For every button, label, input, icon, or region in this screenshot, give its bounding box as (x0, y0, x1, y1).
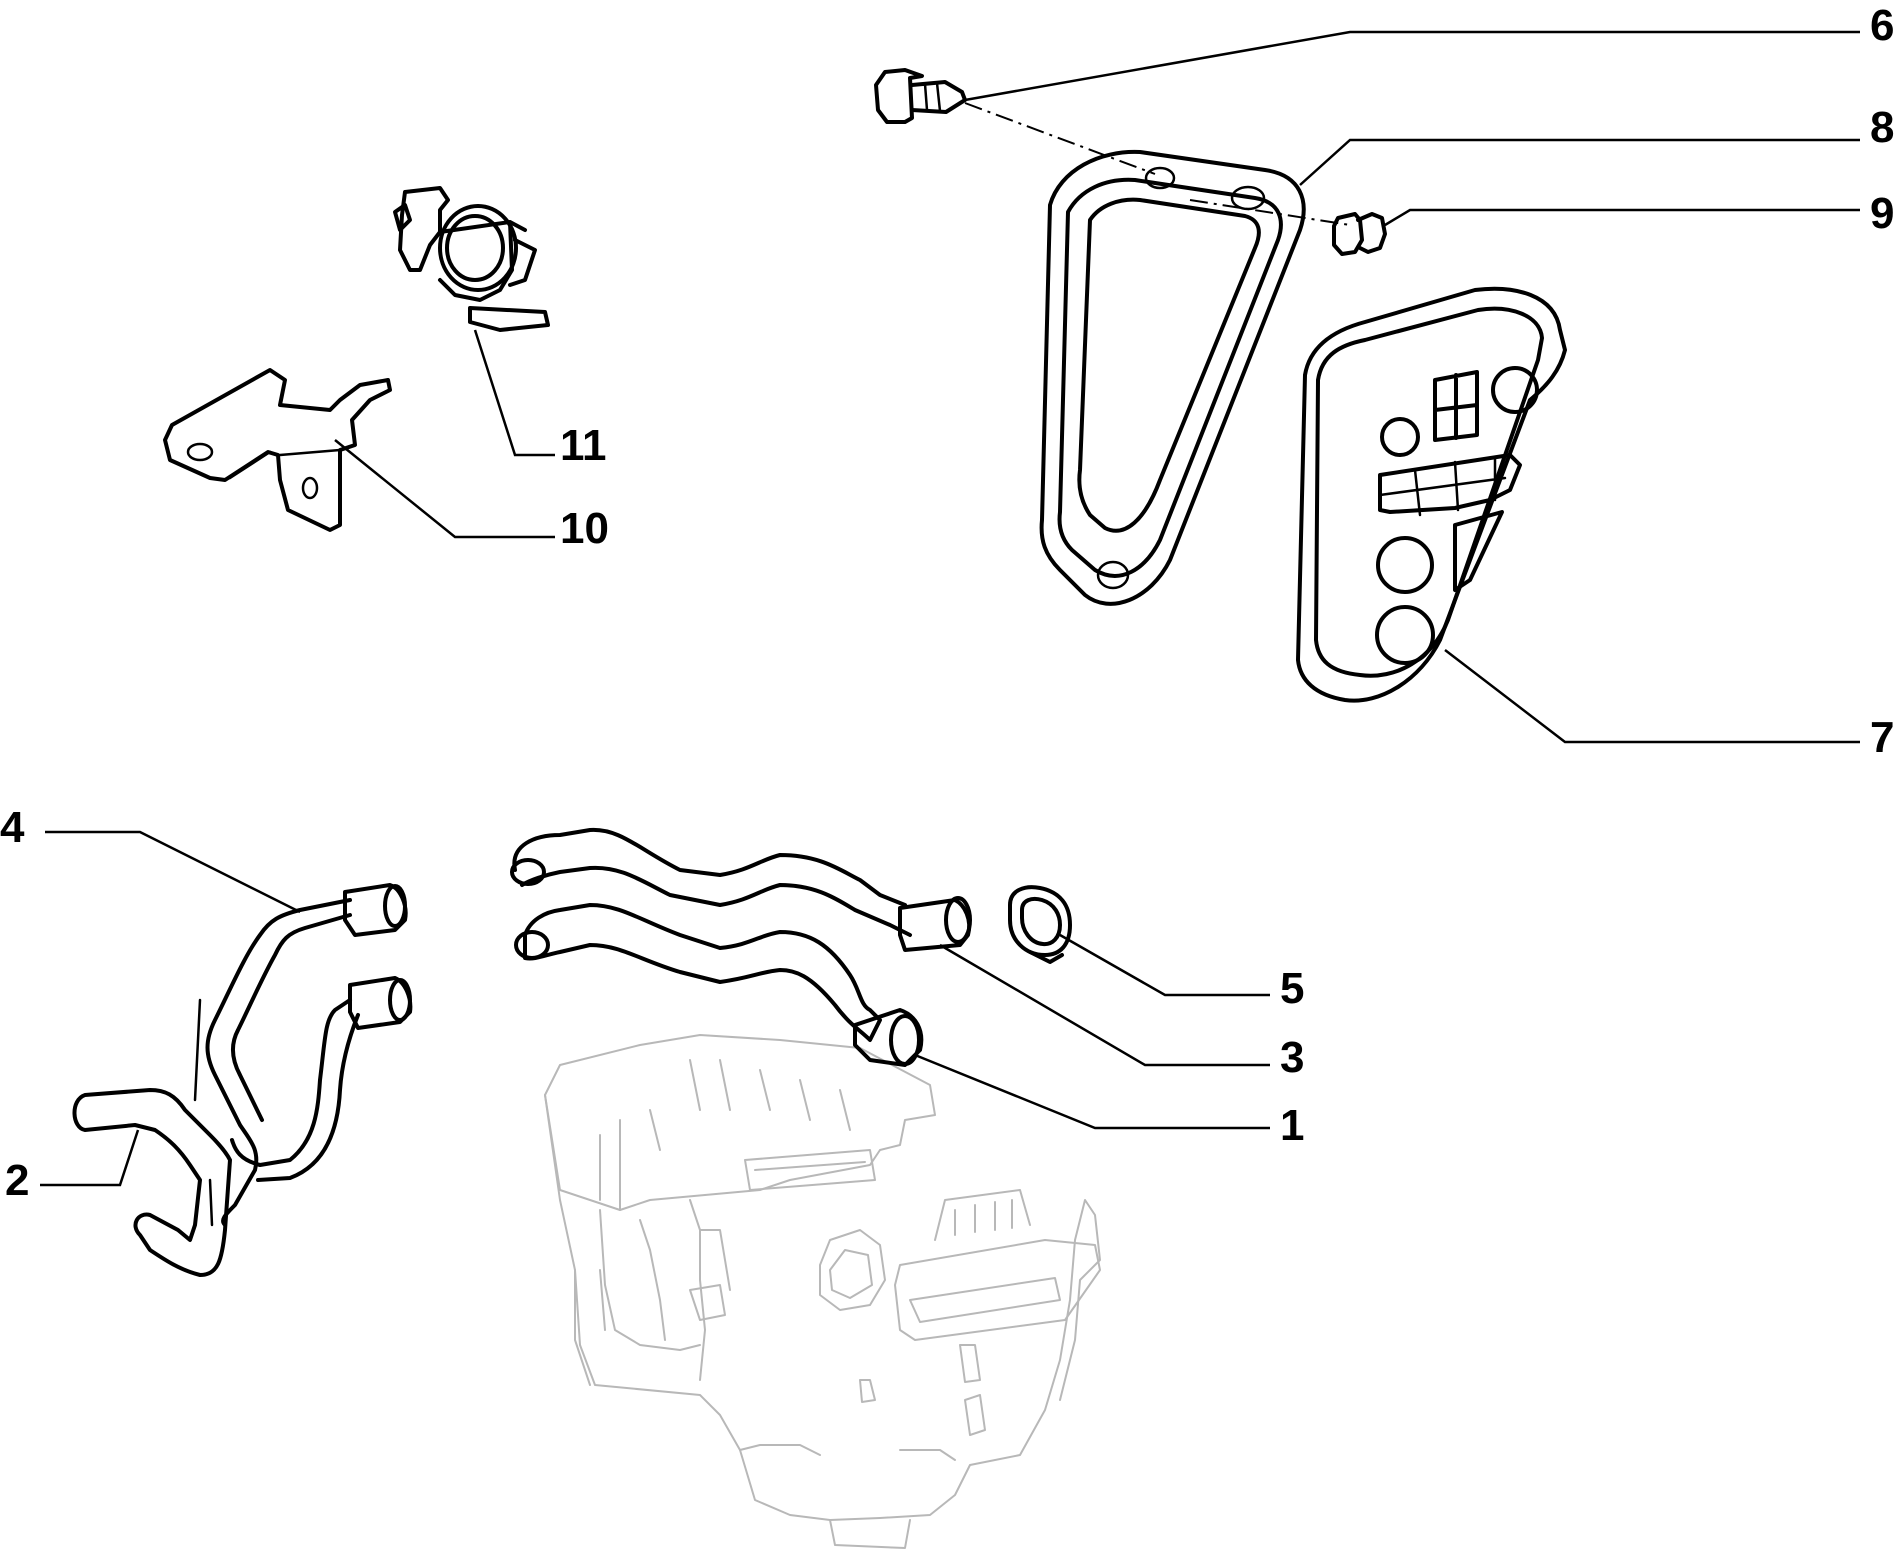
callout-8: 8 (1870, 103, 1894, 152)
callout-7: 7 (1870, 713, 1894, 762)
callout-2: 2 (5, 1156, 29, 1205)
callout-6: 6 (1870, 1, 1894, 50)
part-7-filter-panel (1296, 286, 1567, 703)
callout-3: 3 (1280, 1033, 1304, 1082)
part-8-gasket (1039, 149, 1306, 606)
part-4-pipes (205, 883, 413, 1227)
part-1-pipe (514, 903, 924, 1067)
assembly-axis-line (964, 102, 1156, 175)
part-6-screw (874, 68, 967, 124)
callout-9: 9 (1870, 189, 1894, 238)
callout-10: 10 (560, 504, 609, 553)
part-3-pipe (510, 827, 972, 952)
callout-4: 4 (0, 803, 25, 852)
part-9-clip (1332, 212, 1387, 256)
heater-unit-outline (544, 1034, 1101, 1549)
leader-lines (40, 30, 1860, 1187)
part-10-bracket (163, 368, 392, 532)
part-11-clamp (393, 186, 550, 332)
part-2-pipe (72, 998, 232, 1277)
part-5-clamp (1008, 885, 1072, 964)
callout-5: 5 (1280, 964, 1304, 1013)
callout-11: 11 (560, 421, 607, 470)
assembly-axis-line-2 (1189, 199, 1351, 226)
callout-1: 1 (1280, 1101, 1304, 1150)
